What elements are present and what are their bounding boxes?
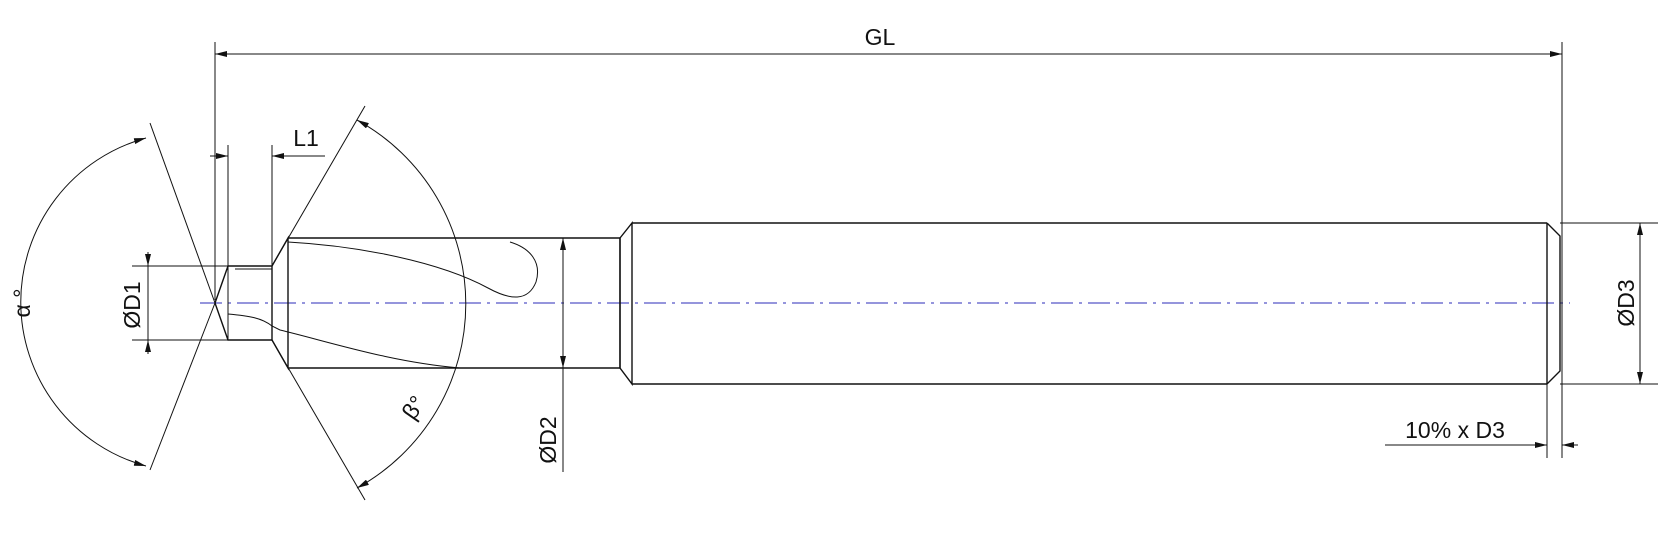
beta-label: β° [396,391,430,424]
chamfer-label: 10% x D3 [1405,417,1505,443]
gl-label: GL [865,24,896,50]
l1-label: L1 [293,125,319,151]
d1-label: ØD1 [119,281,145,328]
d2-dimension: ØD2 [535,238,566,472]
d3-label: ØD3 [1613,279,1639,326]
gl-dimension: GL [214,24,1563,458]
alpha-label: α ° [9,289,35,318]
l1-dimension: L1 [210,125,325,266]
d3-dimension: ØD3 [1560,222,1658,385]
d2-label: ØD2 [535,416,561,463]
alpha-angle-dimension: α ° [9,122,216,471]
chamfer-dimension: 10% x D3 [1385,384,1578,458]
